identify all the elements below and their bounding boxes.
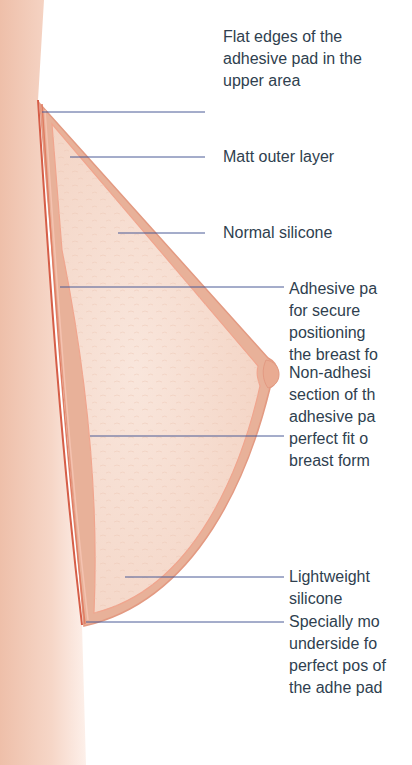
underside-label: Specially mo underside fo perfect pos of…	[289, 611, 387, 699]
lightweight-label: Lightweight silicone	[289, 566, 387, 610]
silicone-core	[52, 124, 260, 613]
leader-lines	[42, 112, 284, 622]
upper-edge-label: Flat edges of the adhesive pad in the up…	[223, 26, 395, 92]
non-adhesive-label: Non-adhesi section of th adhesive pa per…	[289, 362, 387, 472]
outer-layer-label: Matt outer layer	[223, 146, 395, 168]
adhesive-label: Adhesive pa for secure positioning the b…	[289, 278, 387, 366]
silicone-label: Normal silicone	[223, 222, 395, 244]
matt-outer-layer	[40, 104, 278, 626]
